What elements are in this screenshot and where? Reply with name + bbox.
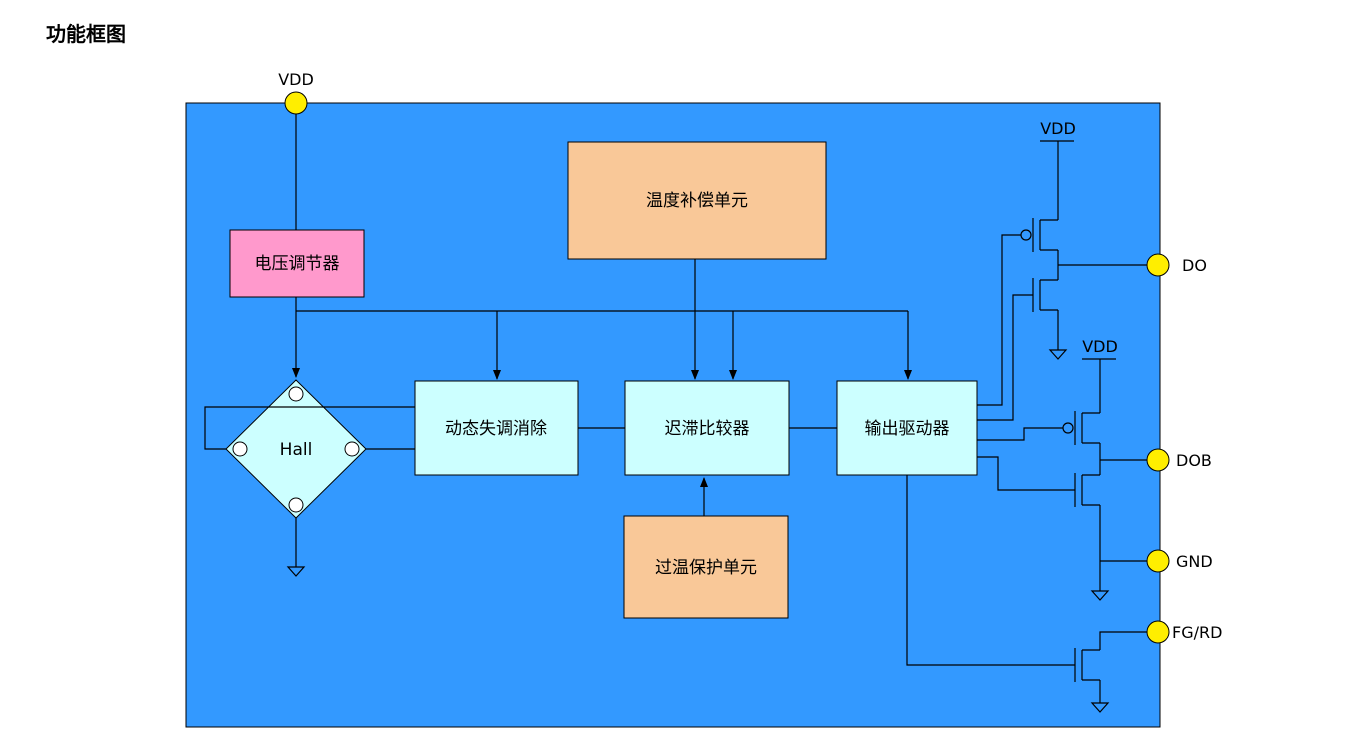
hall-contact-left	[232, 441, 248, 457]
hall-contact-top	[288, 386, 304, 402]
gnd-pin-label: GND	[1176, 552, 1213, 571]
temp-compensation-block	[567, 141, 827, 260]
fg-rd-pin	[1146, 620, 1170, 644]
hall-contact-right	[344, 441, 360, 457]
hysteresis-comparator-label: 迟滞比较器	[665, 419, 750, 439]
hall-sensor-label: Hall	[280, 440, 313, 460]
overtemp-protection-label: 过温保护单元	[655, 558, 757, 578]
vdd-out2-label: VDD	[1082, 337, 1118, 356]
voltage-regulator-label: 电压调节器	[255, 254, 340, 274]
output-driver-block	[836, 380, 978, 476]
hysteresis-comparator-block	[624, 380, 790, 476]
do-pin	[1146, 253, 1170, 277]
vdd-pin-label: VDD	[278, 70, 314, 89]
voltage-regulator-block	[229, 229, 365, 298]
offset-cancel-label: 动态失调消除	[445, 419, 547, 439]
dob-pin-label: DOB	[1176, 451, 1212, 470]
overtemp-protection-block	[623, 515, 789, 619]
temp-compensation-label: 温度补偿单元	[646, 191, 748, 211]
output-driver-label: 输出驱动器	[865, 419, 950, 439]
do-pin-label: DO	[1182, 256, 1207, 275]
vdd-out1-label: VDD	[1040, 119, 1076, 138]
page-title: 功能框图	[46, 22, 126, 46]
offset-cancel-block	[414, 380, 579, 476]
fg-rd-pin-label: FG/RD	[1172, 623, 1222, 642]
gnd-pin	[1146, 549, 1170, 573]
vdd-pin	[284, 91, 308, 115]
hall-contact-bottom	[288, 497, 304, 513]
dob-pin	[1146, 448, 1170, 472]
